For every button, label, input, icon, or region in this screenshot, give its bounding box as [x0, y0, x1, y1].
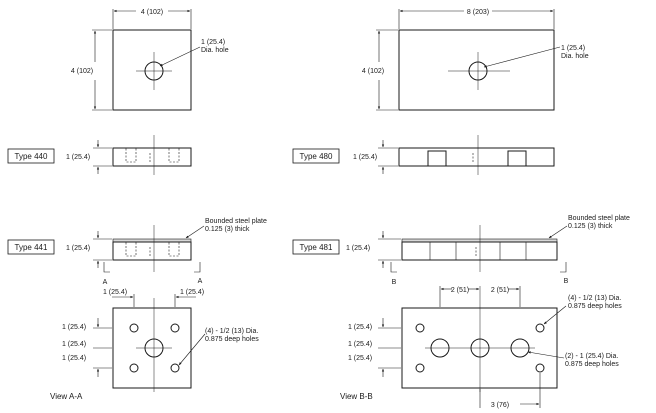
- type-480-height-dim: 1 (25.4): [353, 154, 377, 161]
- type-440-side-view: Type 440 1 (25.4): [7, 135, 192, 175]
- right-bottom-dim-side-2: 1 (25.4): [348, 341, 372, 348]
- left-hole-note-size: 1 (25.4): [201, 39, 225, 46]
- type-480-outline: [398, 147, 555, 167]
- type-440-label: Type 440: [15, 152, 48, 161]
- left-holes-note-size: (4) - 1/2 (13) Dia.: [205, 328, 258, 335]
- left-bottom-dim-side-3: 1 (25.4): [62, 355, 86, 362]
- type-480-badge: [292, 148, 340, 164]
- type-481-side-view: Type 481 1 (25.4) Bounded steel plate 0.…: [292, 215, 630, 286]
- right-plate-note-thickness: 0.125 (3) thick: [568, 223, 613, 230]
- left-holes-note-depth: 0.875 deep holes: [205, 336, 259, 343]
- right-holes-note-size: (4) - 1/2 (13) Dia.: [568, 295, 621, 302]
- type-480-side-view: Type 480 1 (25.4): [292, 135, 555, 175]
- left-bottom-dim-side-1: 1 (25.4): [62, 324, 86, 331]
- left-bottom-dim-top-left: 1 (25.4): [103, 289, 127, 296]
- type-441-height-dim: 1 (25.4): [66, 245, 90, 252]
- left-bottom-dim-top-right: 1 (25.4): [180, 289, 204, 296]
- right-plate-note-title: Bounded steel plate: [568, 215, 630, 222]
- type-441-side-view: Type 441 1 (25.4) Bounded steel plate 0.…: [7, 218, 267, 286]
- right-top-view: 8 (203) 4 (102) 1 (25.4) Dia. hole: [362, 9, 589, 111]
- view-a-a: 1 (25.4) 1 (25.4) 1 (25.4) 1 (25.4) 1 (2…: [50, 289, 259, 401]
- type-481-label: Type 481: [300, 243, 333, 252]
- type-441-badge: [7, 239, 55, 255]
- right-section-marker-b-left: B: [392, 279, 397, 286]
- type-440-badge: [7, 148, 55, 164]
- type-480-label: Type 480: [300, 152, 333, 161]
- right-bottom-dim-bottom: 3 (76): [491, 402, 509, 409]
- right-holes-note-depth: 0.875 deep holes: [568, 303, 622, 310]
- type-440-height-dim: 1 (25.4): [66, 154, 90, 161]
- left-top-outline: [112, 29, 192, 111]
- left-top-width-dim: 4 (102): [141, 9, 163, 16]
- left-section-marker-a-left: A: [103, 279, 108, 286]
- right-big-holes-note-depth: 0.875 deep holes: [565, 361, 619, 368]
- view-b-b: 2 (51) 2 (51) 1 (25.4) 1 (25.4) 1 (25.4)…: [340, 286, 622, 409]
- right-big-holes-note-size: (2) - 1 (25.4) Dia.: [565, 353, 618, 360]
- left-section-marker-a-right: A: [198, 278, 203, 285]
- right-bottom-dim-top-right: 2 (51): [491, 287, 509, 294]
- left-top-view: 4 (102) 4 (102) 1 (25.4) Dia. hole: [71, 9, 229, 111]
- view-a-a-label: View A-A: [50, 392, 83, 401]
- type-441-outline: [112, 241, 192, 261]
- left-plate-note-thickness: 0.125 (3) thick: [205, 226, 250, 233]
- type-441-label: Type 441: [15, 243, 48, 252]
- right-bottom-dim-side-1: 1 (25.4): [348, 324, 372, 331]
- right-bottom-dim-side-3: 1 (25.4): [348, 355, 372, 362]
- left-hole-note-label: Dia. hole: [201, 47, 229, 54]
- view-a-a-outline: [112, 307, 192, 389]
- view-b-b-label: View B-B: [340, 392, 373, 401]
- left-bottom-dim-side-2: 1 (25.4): [62, 341, 86, 348]
- type-481-height-dim: 1 (25.4): [346, 245, 370, 252]
- right-hole-note-label: Dia. hole: [561, 53, 589, 60]
- type-481-outline: [401, 241, 558, 261]
- left-top-height-dim: 4 (102): [71, 68, 93, 75]
- right-bottom-dim-top-left: 2 (51): [451, 287, 469, 294]
- right-top-height-dim: 4 (102): [362, 68, 384, 75]
- right-hole-note-size: 1 (25.4): [561, 45, 585, 52]
- type-481-badge: [292, 239, 340, 255]
- type-440-outline: [112, 147, 192, 167]
- right-top-outline: [398, 29, 555, 111]
- view-b-b-outline: [401, 307, 558, 389]
- right-section-marker-b-right: B: [564, 278, 569, 285]
- left-plate-note-title: Bounded steel plate: [205, 218, 267, 225]
- right-top-width-dim: 8 (203): [467, 9, 489, 16]
